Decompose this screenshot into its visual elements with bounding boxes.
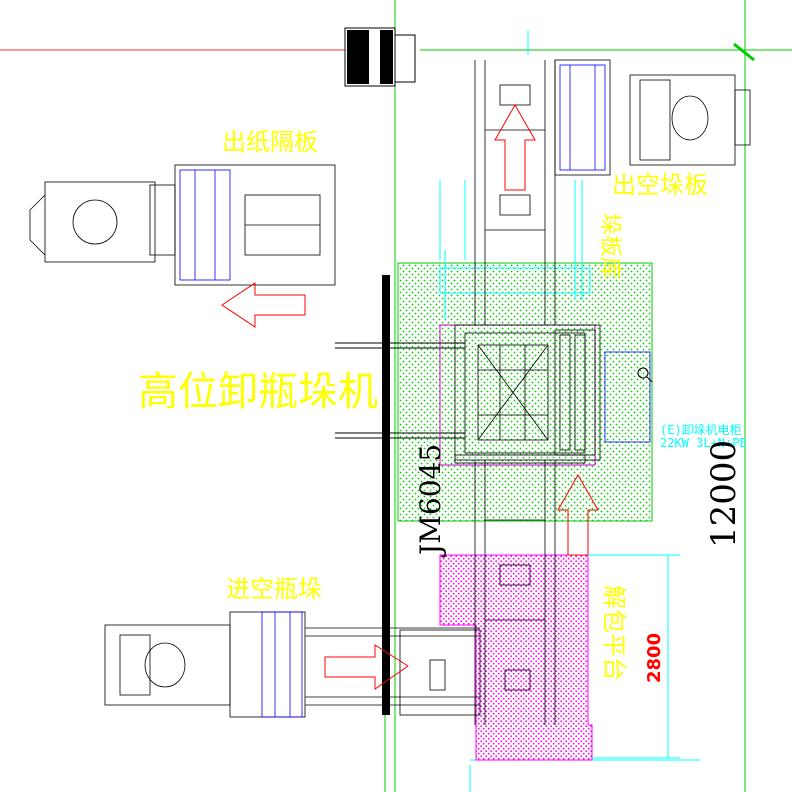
empty-pallet-out-label: 出空垛板 [612, 171, 708, 199]
magnifier-icon [637, 367, 649, 379]
dim-total-label: 12000 [704, 440, 744, 548]
bottle-stack-in-label: 进空瓶垛 [226, 575, 322, 603]
cabinet-label-line2: 22KW 3L+N+PE [660, 436, 747, 450]
bottle-stack-in-station [104, 611, 481, 718]
paper-sheet-station [29, 164, 336, 286]
right-arrow [324, 644, 409, 690]
electrical-cabinet [604, 351, 651, 443]
unstacker-machine [454, 324, 601, 464]
up-arrow-bottom [557, 473, 599, 556]
left-arrow [221, 282, 306, 328]
cabinet-label-line1: (E)卸垛机电柜 [660, 422, 742, 437]
machine-arms [335, 342, 465, 439]
model-label: JM6045 [414, 444, 447, 558]
bottom-conveyor [474, 460, 556, 725]
dim-platform-label: 2800 [644, 633, 665, 683]
machine-cyan-rails [439, 180, 591, 320]
pallet-stock-label: 垛板库 [597, 213, 622, 279]
paper-sheet-out-label: 出纸隔板 [222, 128, 318, 156]
column-block [344, 27, 416, 87]
unpack-platform-label: 解包平台 [600, 585, 628, 681]
unpack-platform-zone [439, 554, 593, 761]
pallet-out-station [554, 59, 751, 176]
machine-name-label: 高位卸瓶垛机 [138, 369, 378, 415]
up-arrow-top [494, 103, 536, 191]
guard-wall [382, 275, 390, 715]
dimension-2800 [588, 554, 680, 759]
